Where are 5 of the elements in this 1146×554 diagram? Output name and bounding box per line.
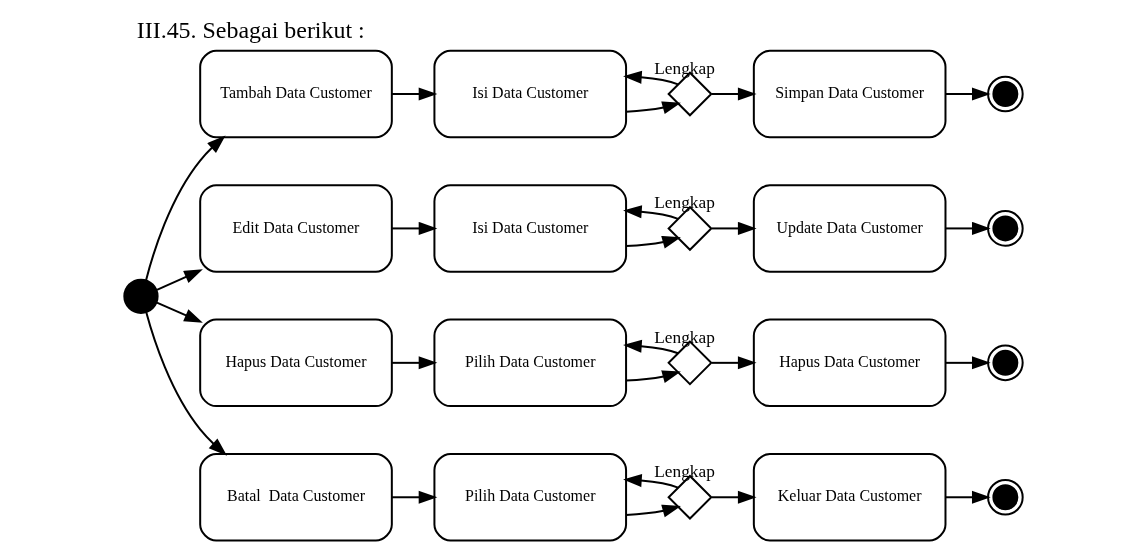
edge-label: Lengkap [653, 58, 715, 78]
diagram-title: III.45. Sebagai berikut : [136, 16, 365, 43]
edge-label: Lengkap [653, 193, 715, 213]
edge-label: Lengkap [653, 327, 715, 347]
edge-label: Lengkap [653, 462, 715, 482]
